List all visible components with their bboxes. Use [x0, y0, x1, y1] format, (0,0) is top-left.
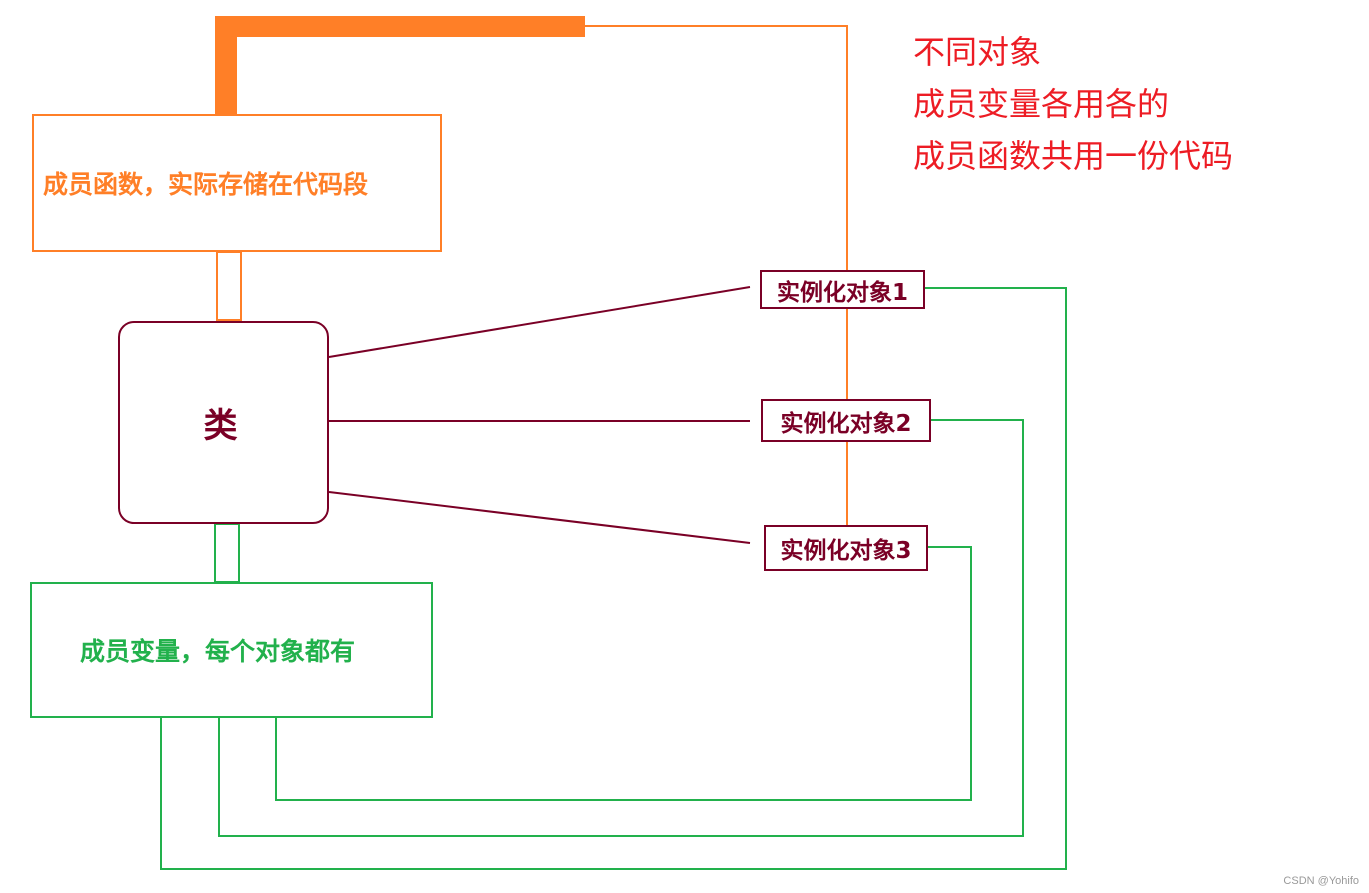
member-variables-box: 成员变量，每个对象都有: [30, 582, 433, 718]
class-var-connector: [214, 523, 240, 583]
note-line-3: 成员函数共用一份代码: [913, 137, 1234, 175]
class-func-connector: [216, 251, 242, 321]
func-connector-thick-top: [215, 16, 585, 37]
annotation-note: 不同对象 成员变量各用各的 成员函数共用一份代码: [913, 26, 1233, 182]
var-to-object3-line: [275, 546, 972, 801]
func-to-objects-line: [585, 25, 848, 525]
note-line-2: 成员变量各用各的: [913, 85, 1170, 123]
note-line-1: 不同对象: [913, 33, 1042, 71]
instance-object-1-label: 实例化对象1: [776, 279, 908, 306]
var-to-object1-line: [160, 287, 1067, 870]
class-label: 类: [203, 406, 238, 446]
instance-object-1-box: 实例化对象1: [760, 270, 925, 309]
instance-object-3-label: 实例化对象3: [780, 538, 912, 564]
instance-object-2-box: 实例化对象2: [761, 399, 931, 442]
member-functions-label: 成员函数，实际存储在代码段: [43, 170, 369, 199]
class-box: 类: [118, 321, 329, 524]
member-variables-label: 成员变量，每个对象都有: [80, 637, 356, 666]
instance-object-2-label: 实例化对象2: [780, 410, 912, 437]
var-to-object2-line: [218, 419, 1024, 837]
class-to-object1-line: [328, 286, 751, 358]
func-connector-thick: [215, 16, 237, 114]
member-functions-box: 成员函数，实际存储在代码段: [32, 114, 442, 252]
watermark: CSDN @Yohifo: [1283, 875, 1359, 887]
instance-object-3-box: 实例化对象3: [764, 525, 928, 571]
class-to-object3-line: [328, 491, 751, 544]
